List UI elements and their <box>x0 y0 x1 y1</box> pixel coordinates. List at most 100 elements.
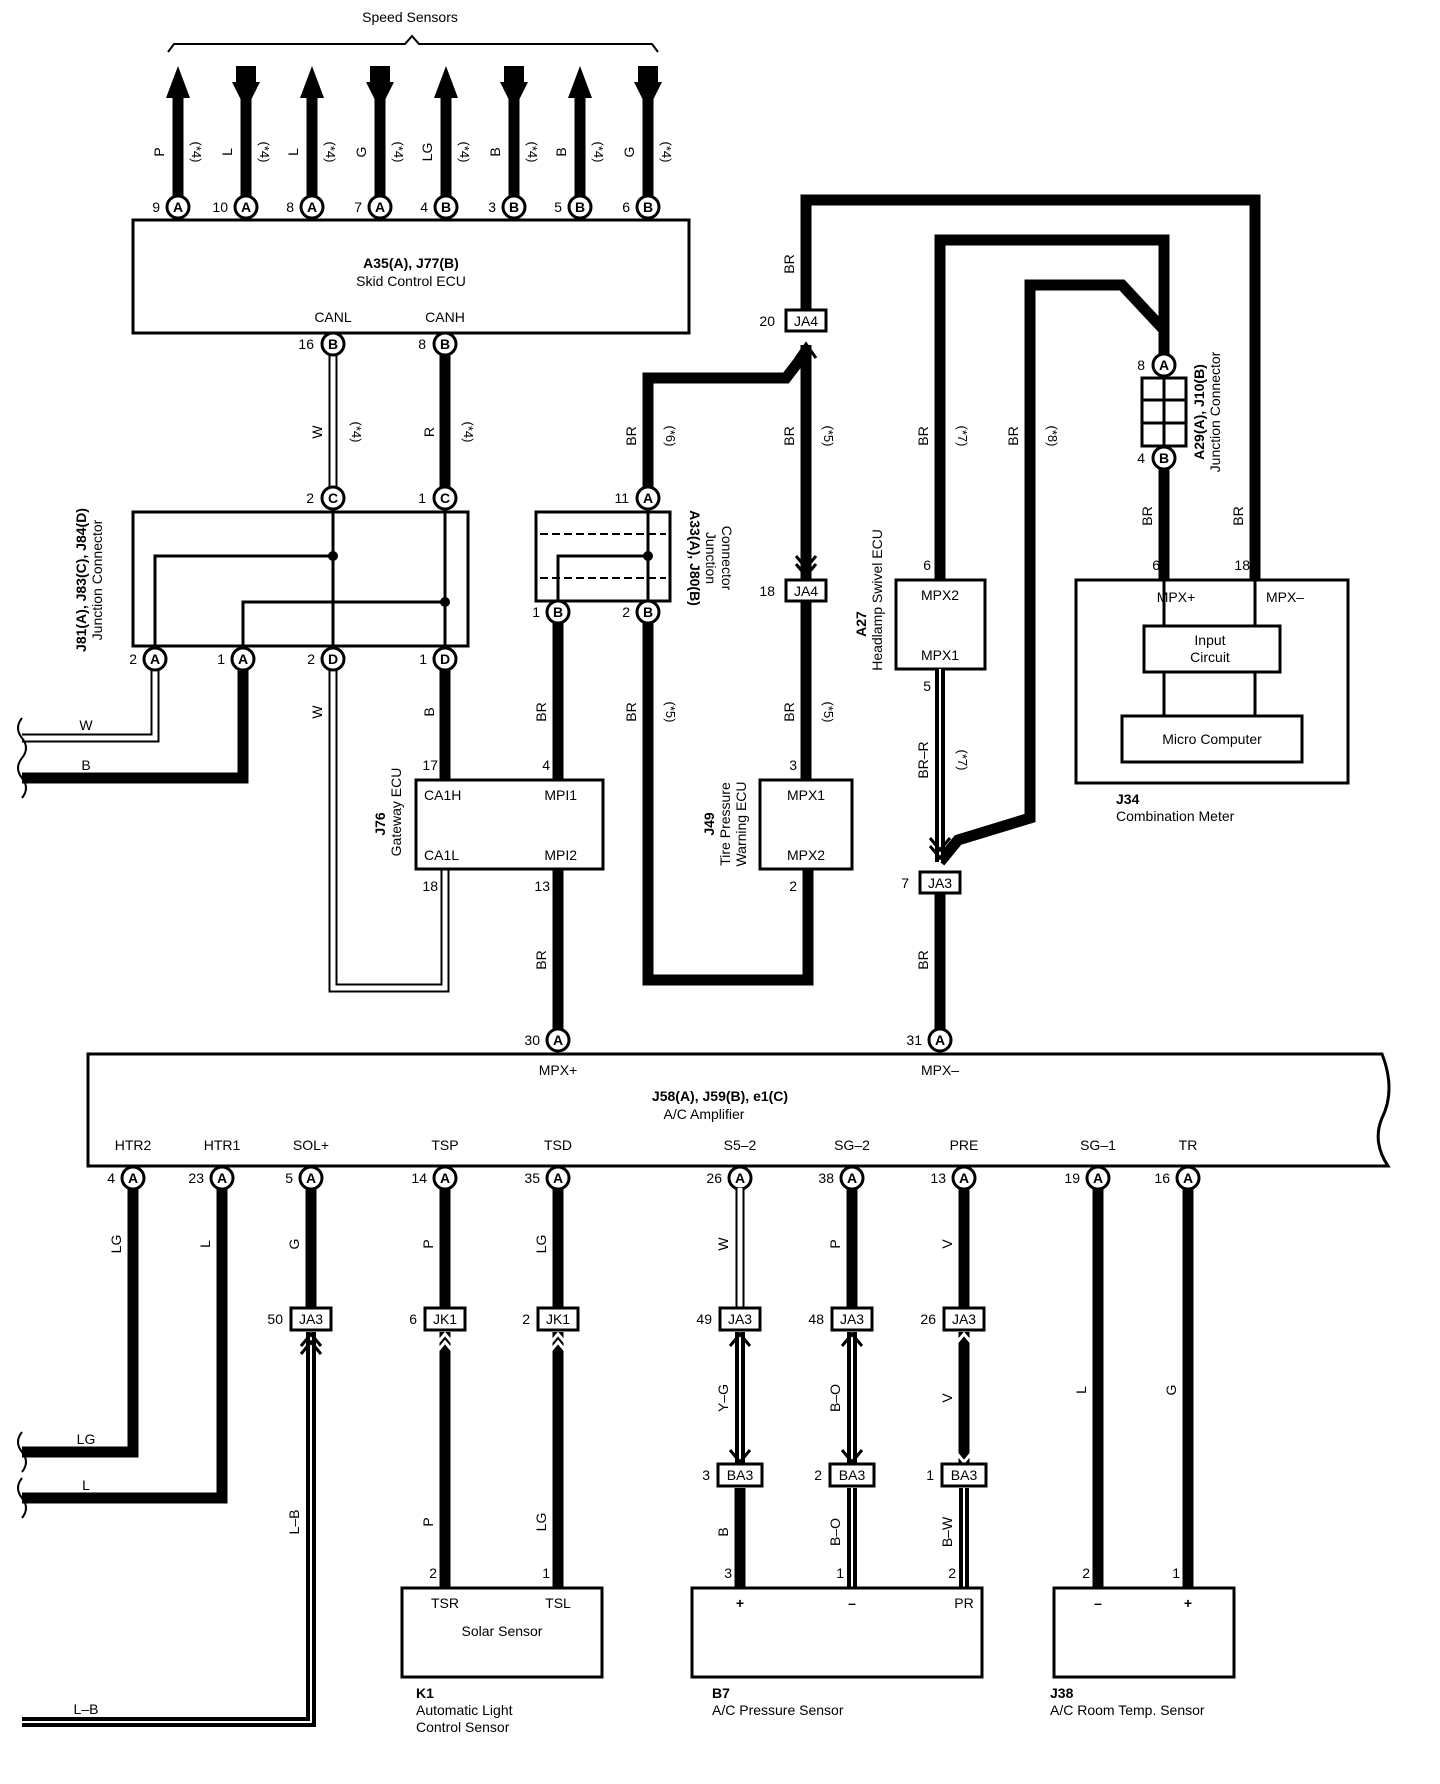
htr2-wire-color: LG <box>108 1235 124 1254</box>
svg-text:D: D <box>440 651 450 667</box>
gateway-title: J76 <box>372 812 388 836</box>
svg-text:1: 1 <box>926 1467 934 1483</box>
a29-title: A29(A), J10(B) <box>1191 364 1207 460</box>
svg-text:B: B <box>440 336 450 352</box>
meter-input-2: Circuit <box>1190 649 1230 665</box>
svg-text:3: 3 <box>702 1467 710 1483</box>
tpw-pin-3: 3 <box>789 757 797 773</box>
skid-pin-1-wire-note: (*4) <box>257 142 272 163</box>
amp-mpx-plus-label: MPX+ <box>539 1062 578 1078</box>
ba3-1-wire-up: V <box>939 1393 955 1403</box>
svg-text:A: A <box>217 1170 227 1186</box>
svg-text:30: 30 <box>524 1032 540 1048</box>
ja3-mid-num: 7 <box>901 875 909 891</box>
wire-8-note: (*8) <box>1045 426 1060 447</box>
svg-text:A: A <box>935 1032 945 1048</box>
tpw-mpx2: MPX2 <box>787 847 825 863</box>
svg-text:2: 2 <box>814 1467 822 1483</box>
j81-d2-wire-color: W <box>309 705 325 719</box>
meter-input-circuit-box <box>1142 624 1282 674</box>
j81-d1-wire-color: B <box>421 707 437 716</box>
svg-text:1: 1 <box>217 651 225 667</box>
svg-text:38: 38 <box>818 1170 834 1186</box>
j81-connector-a2: A 2 <box>129 646 168 672</box>
svg-text:7: 7 <box>354 199 362 215</box>
meter-mpx-minus: MPX– <box>1266 589 1304 605</box>
a33-b2-wire <box>642 612 814 986</box>
meter-title: J34 <box>1116 791 1140 807</box>
a33-connector-b2: B 2 <box>622 599 661 625</box>
meter-right-wire-color: BR <box>1230 506 1246 525</box>
svg-text:B: B <box>1159 450 1169 466</box>
solar-name-1: Automatic Light <box>416 1702 513 1718</box>
amp-pin-sol--label: SOL+ <box>293 1137 329 1153</box>
solar-tsl: TSL <box>545 1595 571 1611</box>
skid-pin-2-connector: A8 <box>286 194 325 220</box>
amp-pin-pre-label: PRE <box>950 1137 979 1153</box>
skid-pin-6-arrow-up-icon <box>568 66 592 98</box>
headlamp-mpx1: MPX1 <box>921 647 959 663</box>
skid-pin-0-wire-note: (*4) <box>189 142 204 163</box>
skid-pin-7-arrow-down-icon <box>634 66 662 110</box>
amp-pin-sg-2-label: SG–2 <box>834 1137 870 1153</box>
j81-title: J81(A), J83(C), J84(D) <box>73 508 89 652</box>
tpw-name-2: Warning ECU <box>733 781 749 866</box>
svg-text:A: A <box>847 1170 857 1186</box>
skid-pin-5-wire-note: (*4) <box>525 142 540 163</box>
svg-text:A: A <box>1183 1170 1193 1186</box>
svg-text:BA3: BA3 <box>951 1467 978 1483</box>
skid-pin-0-arrow-up-icon <box>166 66 190 98</box>
svg-text:JA3: JA3 <box>840 1311 864 1327</box>
tpw-pin-2: 2 <box>789 878 797 894</box>
svg-text:8: 8 <box>286 199 294 215</box>
left-l-label: L <box>82 1477 90 1493</box>
svg-text:JK1: JK1 <box>433 1311 457 1327</box>
svg-text:A: A <box>440 1170 450 1186</box>
pressure-title: B7 <box>712 1685 730 1701</box>
skid-control-ecu-box <box>131 218 691 335</box>
svg-text:A: A <box>307 199 317 215</box>
wire-8-color: BR <box>1005 426 1021 445</box>
sg-1-wire-color: L <box>1073 1386 1089 1394</box>
svg-text:50: 50 <box>267 1311 283 1327</box>
sol-lb-wire <box>22 1332 316 1727</box>
tire-pressure-ecu-box <box>758 778 854 871</box>
headlamp-ecu-box <box>894 578 987 671</box>
svg-text:1: 1 <box>418 490 426 506</box>
a29-connector-b4: B 4 <box>1137 445 1177 471</box>
svg-text:JK1: JK1 <box>546 1311 570 1327</box>
skid-pin-3-arrow-down-icon <box>366 66 394 110</box>
amp-mpx-minus-label: MPX– <box>921 1062 959 1078</box>
a33-top-wire-color: BR <box>623 426 639 445</box>
svg-text:3: 3 <box>488 199 496 215</box>
headlamp-pin-5: 5 <box>923 678 931 694</box>
svg-text:C: C <box>440 490 450 506</box>
amp-pin-htr2-connector: A4 <box>107 1165 146 1191</box>
amp-connector-31: A 31 <box>906 1027 953 1053</box>
canl-wire-color: W <box>309 425 325 439</box>
svg-text:5: 5 <box>285 1170 293 1186</box>
skid-pin-6-wire-color: B <box>553 147 569 156</box>
skid-pin-2-wire-note: (*4) <box>323 142 338 163</box>
solar-box-label: Solar Sensor <box>462 1623 543 1639</box>
svg-text:4: 4 <box>1137 450 1145 466</box>
j81-connector-c2: C 2 <box>306 485 346 511</box>
svg-text:A: A <box>553 1032 563 1048</box>
amp-pin-s5-2-label: S5–2 <box>724 1137 757 1153</box>
room-title: J38 <box>1050 1685 1074 1701</box>
speed-sensor-wires: P(*4)A9FL+L(*4)A10FL–L(*4)A8FR+G(*4)A7FR… <box>151 66 674 243</box>
svg-text:A: A <box>1159 357 1169 373</box>
skid-pin-0-wire-color: P <box>151 147 167 156</box>
svg-text:B: B <box>509 199 519 215</box>
svg-text:A: A <box>173 199 183 215</box>
svg-text:35: 35 <box>524 1170 540 1186</box>
a33-top-wire <box>642 348 811 498</box>
ba3-3-wire-dn: B <box>715 1527 731 1536</box>
skid-pin-4-connector: B4 <box>420 194 459 220</box>
pressure-plus: + <box>736 1595 744 1611</box>
skid-pin-7-wire-color: G <box>621 147 637 158</box>
skid-pin-0-connector: A9 <box>152 194 191 220</box>
sol-lb-vert-label: L–B <box>286 1510 302 1535</box>
a33-connector-a11: A 11 <box>614 485 661 511</box>
amp-pin-tr-label: TR <box>1179 1137 1198 1153</box>
